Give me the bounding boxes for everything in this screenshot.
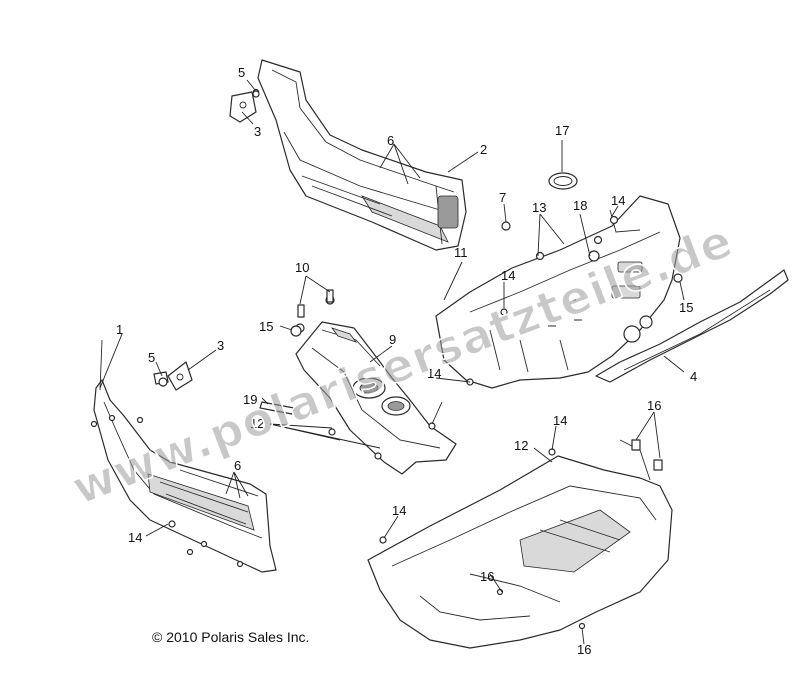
callout-10: 12 [250, 416, 264, 431]
callout-16: 16 [647, 398, 661, 413]
part-17-grommet [548, 172, 578, 190]
copyright-notice: © 2010 Polaris Sales Inc. [152, 629, 310, 645]
part-3-bracket-lower [153, 361, 193, 391]
callout-14: 14 [128, 530, 142, 545]
part-4-trim-strip [595, 269, 789, 383]
callout-5: 5 [238, 65, 245, 80]
callout-1: 1 [116, 322, 123, 337]
callout-11: 11 [454, 245, 468, 260]
callout-2: 2 [480, 142, 487, 157]
callout-labels: 5 3 6 2 17 7 13 18 14 11 14 15 10 15 9 1… [116, 65, 697, 657]
part-11-rear-panel [435, 195, 681, 389]
callout-4: 4 [690, 369, 697, 384]
callout-9: 10 [295, 260, 309, 275]
callout-5: 5 [148, 350, 155, 365]
callout-14: 14 [611, 193, 625, 208]
callout-16: 16 [577, 642, 591, 657]
part-12-cargo-box [367, 439, 673, 649]
callout-6: 6 [234, 458, 241, 473]
callout-16: 16 [480, 569, 494, 584]
callout-15: 15 [259, 319, 273, 334]
callout-14: 14 [392, 503, 406, 518]
callout-6: 6 [387, 133, 394, 148]
callout-3: 3 [217, 338, 224, 353]
callout-13: 13 [532, 200, 546, 215]
part-1-floor-board-lower [93, 339, 277, 573]
callout-12: 12 [514, 438, 528, 453]
callout-19: 19 [243, 392, 257, 407]
leader-lines [99, 79, 685, 645]
part-19-strip [259, 401, 295, 415]
callout-18: 18 [573, 198, 587, 213]
callout-14: 14 [427, 366, 441, 381]
part-8-center-console [295, 321, 457, 475]
part-2-floor-board-upper [257, 59, 467, 251]
callout-15: 15 [679, 300, 693, 315]
callout-17: 17 [555, 123, 569, 138]
callout-3: 3 [254, 124, 261, 139]
callout-8: 9 [389, 332, 396, 347]
callout-14: 14 [553, 413, 567, 428]
callout-14: 14 [501, 268, 515, 283]
callout-7: 7 [499, 190, 506, 205]
